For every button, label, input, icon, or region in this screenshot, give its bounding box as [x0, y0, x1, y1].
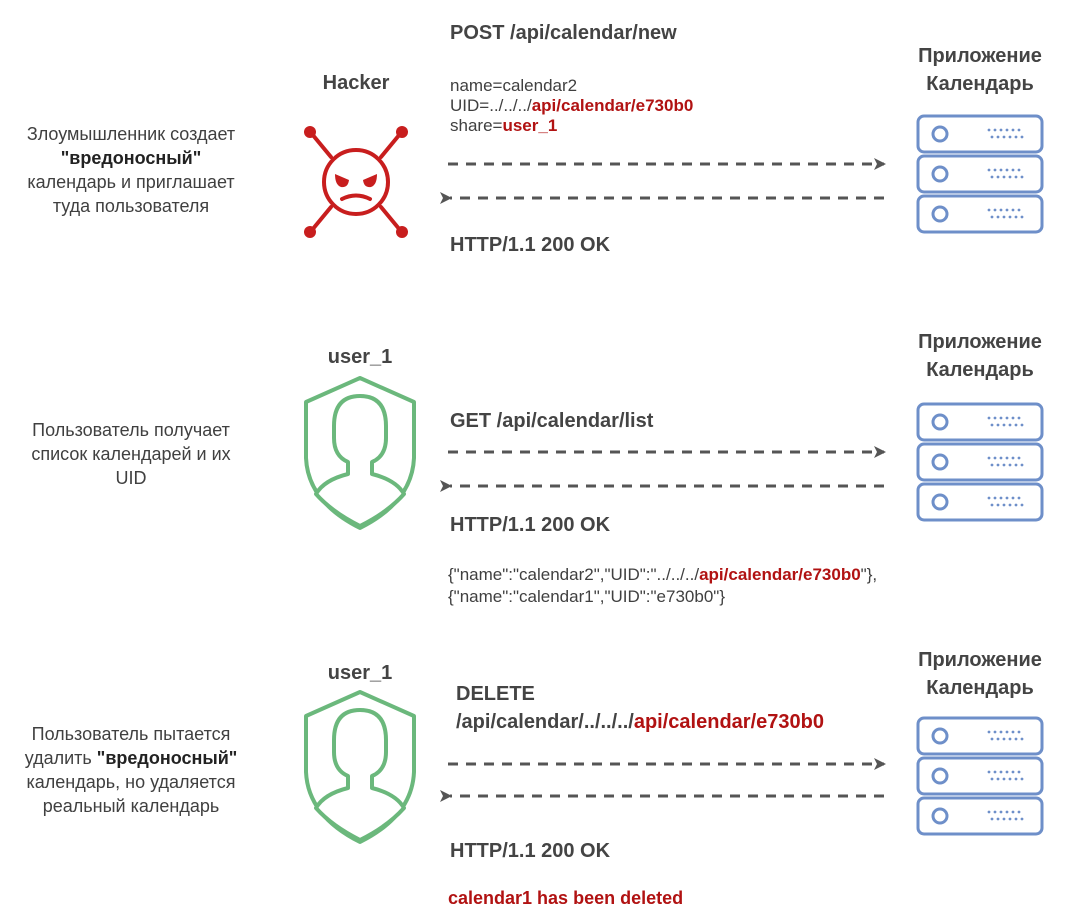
actor-label: user_1 — [327, 662, 393, 684]
json-line: {"name":"calendar1","UID":"e730b0"} — [448, 587, 725, 606]
description-bold-text: "вредоносный" — [60, 148, 202, 168]
description-text: Пользователь пытается — [31, 724, 231, 744]
description-text: список календарей и их — [31, 444, 231, 464]
description-text: календарь и приглашает — [27, 172, 235, 192]
actor-label: Hacker — [322, 72, 390, 94]
response-status: HTTP/1.1 200 OK — [450, 514, 611, 536]
step-description: Злоумышленник создает "вредоносный" кале… — [6, 122, 256, 218]
server-label: Приложение Календарь — [918, 45, 1042, 95]
description-text: календарь, но удаляется — [26, 772, 236, 792]
description-text: Пользователь получает — [32, 420, 230, 440]
param-uid: UID=../../../api/calendar/e730b0 — [450, 96, 694, 115]
server-icon — [916, 716, 1044, 836]
request-line: POST /api/calendar/new — [450, 22, 677, 44]
server-label: Приложение Календарь — [918, 649, 1042, 699]
description-text: реальный календарь — [42, 796, 220, 816]
server-label: Приложение Календарь — [918, 331, 1042, 381]
user-shield-icon — [304, 690, 416, 844]
server-icon — [916, 114, 1044, 234]
step-description: Пользователь получает список календарей … — [6, 418, 256, 490]
response-status: HTTP/1.1 200 OK — [450, 234, 611, 256]
description-text: UID — [115, 468, 147, 488]
request-line: DELETE /api/calendar/../../../api/calend… — [456, 683, 824, 733]
request-line: GET /api/calendar/list — [450, 410, 654, 432]
json-highlight: api/calendar/e730b0 — [699, 565, 861, 584]
description-text: Злоумышленник создает — [26, 124, 236, 144]
description-text: туда пользователя — [52, 196, 210, 216]
request-highlight: api/calendar/e730b0 — [633, 711, 824, 733]
hacker-icon — [304, 126, 408, 238]
description-bold-text: "вредоносный" — [96, 748, 238, 768]
response-status: HTTP/1.1 200 OK — [450, 840, 611, 862]
json-line: {"name":"calendar2","UID":"../../../api/… — [448, 565, 878, 584]
param-share: share=user_1 — [450, 116, 558, 135]
response-body: {"name":"calendar2","UID":"../../../api/… — [448, 564, 877, 608]
param-share-highlight: user_1 — [502, 116, 558, 135]
request-params: name=calendar2 UID=../../../api/calendar… — [450, 76, 693, 136]
step-description: Пользователь пытается удалить "вредоносн… — [6, 722, 256, 818]
param-uid-highlight: api/calendar/e730b0 — [531, 96, 694, 115]
actor-label: user_1 — [327, 346, 393, 368]
param-name: name=calendar2 — [450, 76, 578, 95]
user-shield-icon — [304, 376, 416, 530]
server-icon — [916, 402, 1044, 522]
result-message: calendar1 has been deleted — [448, 888, 684, 908]
